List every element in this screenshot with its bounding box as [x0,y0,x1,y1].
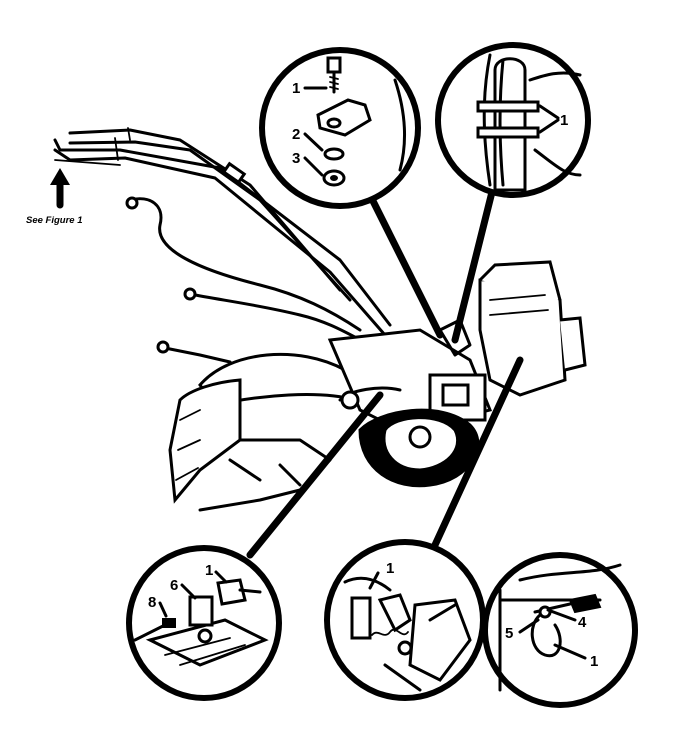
leader-bottom-left [246,391,384,559]
cable-b [498,58,505,187]
connector-plug [568,593,602,614]
see-figure-note: See Figure 1 [26,215,83,226]
leader-top-center [366,191,444,339]
cable-strand [393,78,407,172]
tines [228,458,302,487]
handlebar-left-upper [53,138,392,327]
see-figure-pointer: See Figure 1 [26,168,83,226]
callout-leaders-bottom-right [518,608,587,660]
engine-fins [489,294,549,316]
callout-5-bottom-right: 5 [505,625,513,642]
callout-leaders-top-center [303,86,328,177]
tine-shield-left [168,378,242,504]
lever-arm [350,596,372,640]
wire-loop [530,613,562,658]
handle-tube [493,57,527,192]
switch-plate [188,595,214,627]
housing-plate [408,598,472,682]
handle-grips [114,127,131,161]
callout-4-bottom-right: 4 [578,614,587,631]
detail-bottom-left: 1 6 8 [126,545,282,701]
mount-bolt [197,628,213,644]
plate-edges [164,637,246,666]
engine-top [478,260,562,301]
callout-6-bottom-left: 6 [170,577,178,594]
pivot-bolt [340,390,360,410]
air-filter [559,316,587,372]
wire-connector [162,618,176,628]
pawl [377,593,412,633]
bolt-threads [329,76,339,90]
switch-wire [238,588,262,594]
handlebar-left-lower [53,148,387,337]
depth-bar-knob [156,340,170,354]
detail-bottom-center: 1 [324,539,486,701]
clamp-hole [326,117,342,129]
handle-clamp [221,161,247,185]
leader-lines [246,156,524,559]
callout-3-top-center: 3 [292,150,300,167]
nut-hole [330,175,338,181]
transmission-cover [441,383,470,407]
leader-bottom-center [431,356,524,549]
cable-sheath [343,576,392,592]
cable-tie-upper [476,100,540,113]
callout-1-bottom-left: 1 [205,562,213,579]
bolt-head [326,56,342,74]
callout-leaders-bottom-left [158,570,228,618]
callout-leaders-top-right [538,104,560,134]
spring [371,628,409,636]
detail-top-center: 1 2 3 [259,47,421,209]
shield-ribs [175,409,201,481]
control-cable-middle [188,292,372,347]
callout-2-top-center: 2 [292,126,300,143]
detail-bottom-right: 5 4 1 [482,552,638,708]
washer [323,147,345,161]
linkage [383,603,457,692]
wheel-axle [408,425,432,449]
cable-end-middle [183,287,197,301]
callout-1-top-right: 1 [560,112,568,129]
upper-wire [518,563,622,582]
depth-bar-lever [163,346,232,364]
cable-end-upper [125,196,139,210]
cable-bracket [438,318,472,357]
pivot-pin [397,640,413,656]
detail-circle-bottom-right [482,552,638,708]
wire-clip [538,605,552,619]
callout-8-bottom-left: 8 [148,594,156,611]
lead-wire [133,623,167,642]
callout-1-bottom-center: 1 [386,560,394,577]
callout-1-top-center: 1 [292,80,300,97]
cable-tie-lower [476,126,540,139]
cable-c [533,148,582,177]
cable-d [528,71,582,82]
handlebar-right-lower [68,140,352,302]
control-cable-upper [128,197,362,332]
grip-lever [54,159,121,166]
detail-top-right: 1 [435,42,591,198]
switch-body [216,578,247,606]
callout-1-bottom-right: 1 [590,653,598,670]
see-figure-arrow-head [50,168,70,185]
callout-leader-bottom-center [368,571,380,590]
